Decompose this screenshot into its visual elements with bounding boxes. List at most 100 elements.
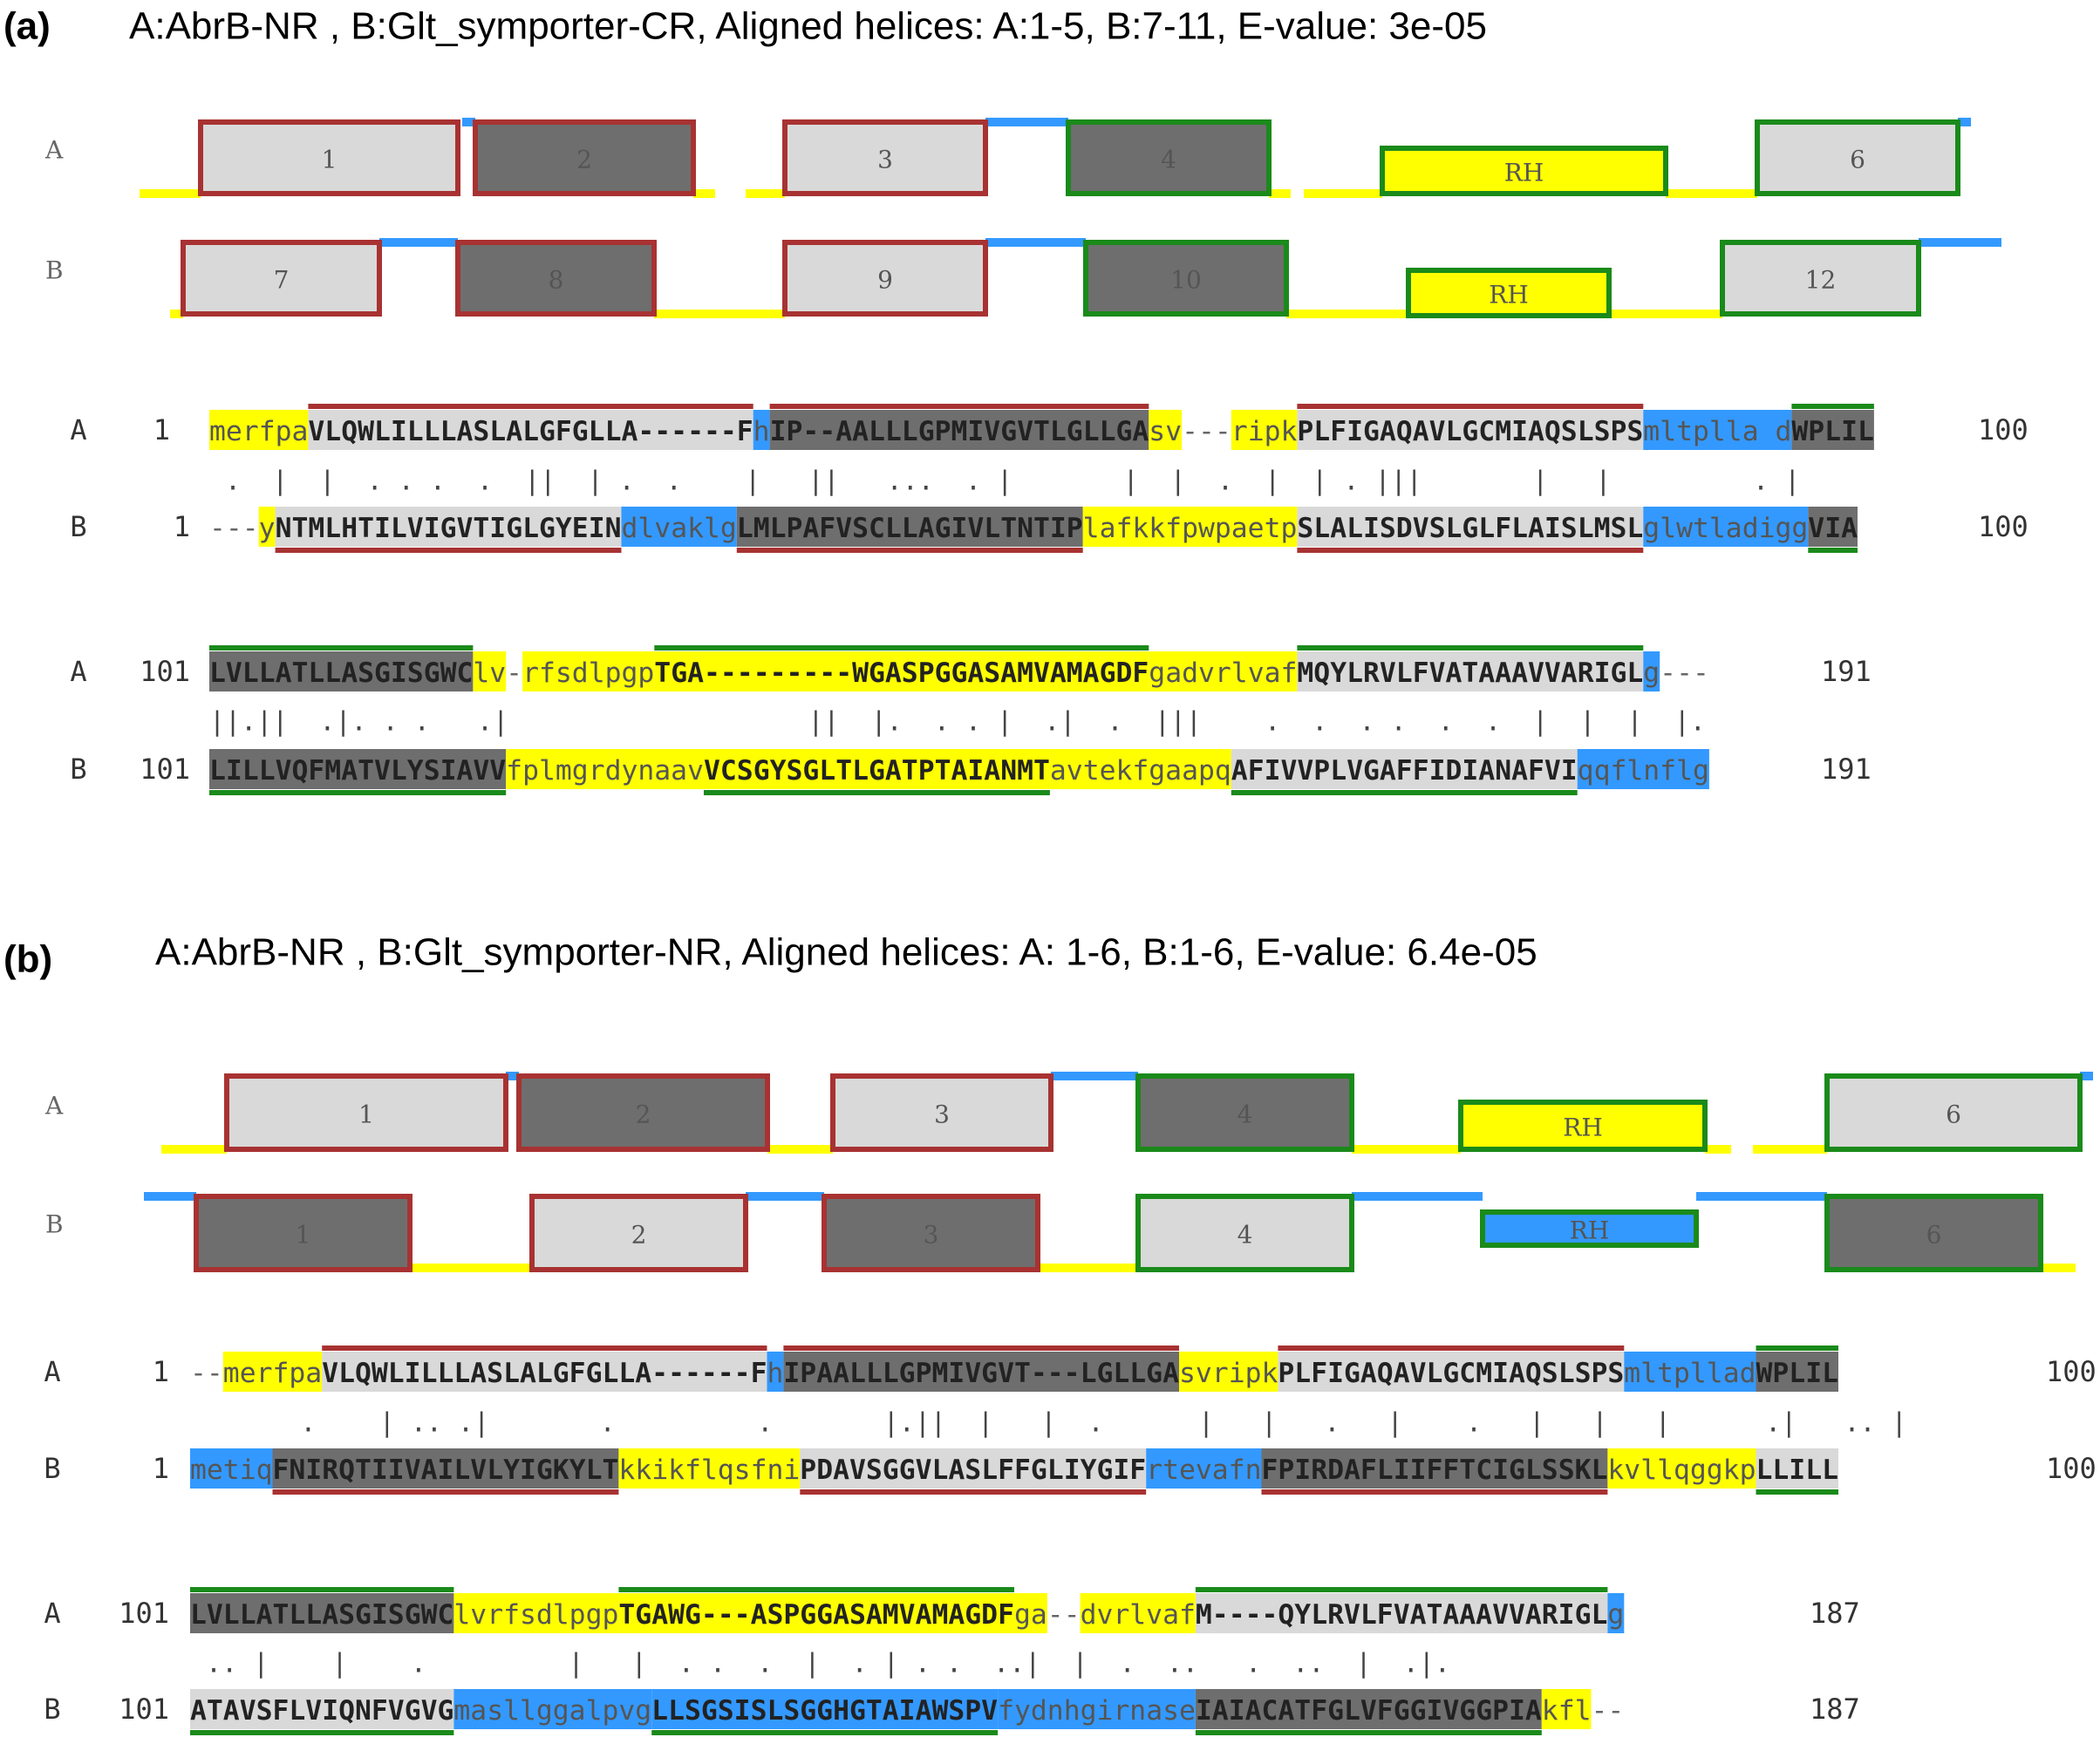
seq-segment: gadvrlvaf [1149, 657, 1297, 689]
seq-highlight [308, 410, 753, 450]
seq-segment: g [1643, 657, 1660, 689]
seq-highlight [1643, 410, 1792, 450]
helix-box [1480, 1209, 1699, 1248]
seq-highlight [1149, 410, 1183, 450]
seq-highlight [1261, 1448, 1608, 1489]
seq-end-number: 187 [1810, 1693, 1860, 1726]
seq-segment: qqflnflg [1578, 755, 1709, 787]
seq-highlight [1146, 1448, 1262, 1489]
seq-row-label: B [70, 753, 86, 786]
helix-box [1824, 1194, 2043, 1272]
loop-segment [1753, 1145, 1827, 1154]
loop-segment [1958, 118, 1971, 126]
seq-highlight [1149, 651, 1298, 691]
loop-segment [1352, 1192, 1483, 1201]
loop-segment [1269, 189, 1291, 198]
seq-highlight [453, 1593, 619, 1633]
seq-start-number: 1 [153, 1355, 169, 1388]
helix-box [822, 1194, 1040, 1272]
seq-segment: merfpa [209, 416, 308, 447]
helix-boundary-bar [1278, 1345, 1625, 1351]
helix-boundary-bar [783, 1345, 1179, 1351]
seq-segment: WPLIL [1791, 416, 1874, 447]
helix-label: 1 [296, 1221, 311, 1250]
loop-segment [144, 1192, 196, 1201]
seq-segment: masllggalpvg [453, 1695, 651, 1727]
loop-segment [985, 238, 1086, 247]
seq-highlight [209, 410, 309, 450]
helix-boundary-bar [618, 1587, 1014, 1592]
seq-start-number: 1 [153, 413, 170, 446]
helix-boundary-bar [308, 404, 753, 409]
seq-segment: rfsdlpgp [522, 657, 654, 689]
helix-label: 9 [877, 266, 893, 295]
helix-label: 4 [1238, 1221, 1253, 1250]
helix-boundary-bar [651, 1730, 999, 1735]
seq-segment: rtevafn [1146, 1454, 1261, 1486]
seq-highlight [1049, 749, 1231, 789]
seq-segment: LVLLATLLASGISGWC [209, 657, 473, 689]
seq-highlight [1607, 1593, 1625, 1633]
seq-row-label: B [44, 1693, 60, 1726]
loop-segment [2080, 1072, 2093, 1080]
helix-label: 3 [877, 146, 893, 174]
seq-segment: LVLLATLLASGISGWC [190, 1599, 453, 1631]
loop-segment [1666, 189, 1757, 198]
seq-segment: kfl [1542, 1695, 1592, 1727]
seq-end-number: 187 [1810, 1597, 1860, 1630]
seq-segment: -- [190, 1358, 223, 1389]
seq-segment: glwtladigg [1643, 513, 1808, 544]
seq-segment: NTMLHTILVIGVTIGLGYEIN [276, 513, 622, 544]
seq-start-number: 1 [174, 510, 190, 543]
seq-segment: PLFIGAQAVLGCMIAQSLSPS [1278, 1358, 1624, 1389]
seq-segment: kvllqggkp [1607, 1454, 1756, 1486]
seq-highlight [1082, 507, 1298, 547]
seq-segment: mltpllad [1624, 1358, 1756, 1389]
seq-row-label: A [44, 1597, 60, 1630]
loop-segment [985, 118, 1068, 126]
match-line: . | | . . . . || | . . | || ... . | | | … [209, 467, 1816, 497]
helix-box [1755, 119, 1960, 196]
loop-segment [1304, 189, 1382, 198]
helix-boundary-bar [209, 645, 474, 651]
track-label: A [44, 136, 64, 165]
helix-label: 4 [1161, 146, 1176, 174]
seq-highlight [1808, 507, 1858, 547]
seq-segment: TGA---------WGASPGGASAMVAMAGDF [654, 657, 1149, 689]
seq-segment: VLQWLILLLASLALGFGLLA------F [322, 1358, 767, 1389]
seq-end-number: 100 [2046, 1355, 2097, 1388]
helix-box [1406, 268, 1612, 318]
helix-label: 12 [1805, 266, 1837, 295]
helix-label: 1 [358, 1100, 374, 1129]
seq-row-label: B [44, 1452, 60, 1485]
seq-row-label: A [70, 655, 86, 688]
seq-end-number: 191 [1821, 753, 1872, 786]
helix-boundary-bar [190, 1730, 454, 1735]
seq-segment: ripk [1231, 416, 1298, 447]
helix-box [473, 119, 696, 196]
helix-boundary-bar [209, 790, 507, 795]
seq-segment: --- [1660, 657, 1709, 689]
panel-title-a: A:AbrB-NR , B:Glt_symporter-CR, Aligned … [129, 5, 1487, 48]
helix-label: RH [1504, 159, 1544, 187]
loop-segment [1609, 310, 1722, 318]
seq-highlight [453, 1689, 652, 1729]
loop-segment [654, 310, 785, 318]
helix-box [181, 240, 382, 317]
seq-segment: svripk [1179, 1358, 1278, 1389]
seq-segment: h [767, 1358, 784, 1389]
seq-highlight [704, 749, 1050, 789]
helix-box [1380, 146, 1668, 196]
seq-row-label: A [44, 1355, 60, 1388]
helix-boundary-bar [1791, 404, 1874, 409]
match-line: ||.|| .|. . . .| || |. . . | .| . ||| . … [209, 707, 1722, 738]
loop-segment [506, 1072, 519, 1080]
match-line: .. | | . | | . . . | . | . . ..| | . .. … [190, 1649, 1482, 1679]
helix-boundary-bar [1297, 404, 1644, 409]
loop-segment [1696, 1192, 1827, 1201]
helix-boundary-bar [654, 645, 1149, 651]
seq-segment: ga [1014, 1599, 1047, 1631]
seq-highlight [1756, 1448, 1838, 1489]
seq-segment: sv [1149, 416, 1182, 447]
seq-start-number: 101 [119, 1693, 169, 1726]
